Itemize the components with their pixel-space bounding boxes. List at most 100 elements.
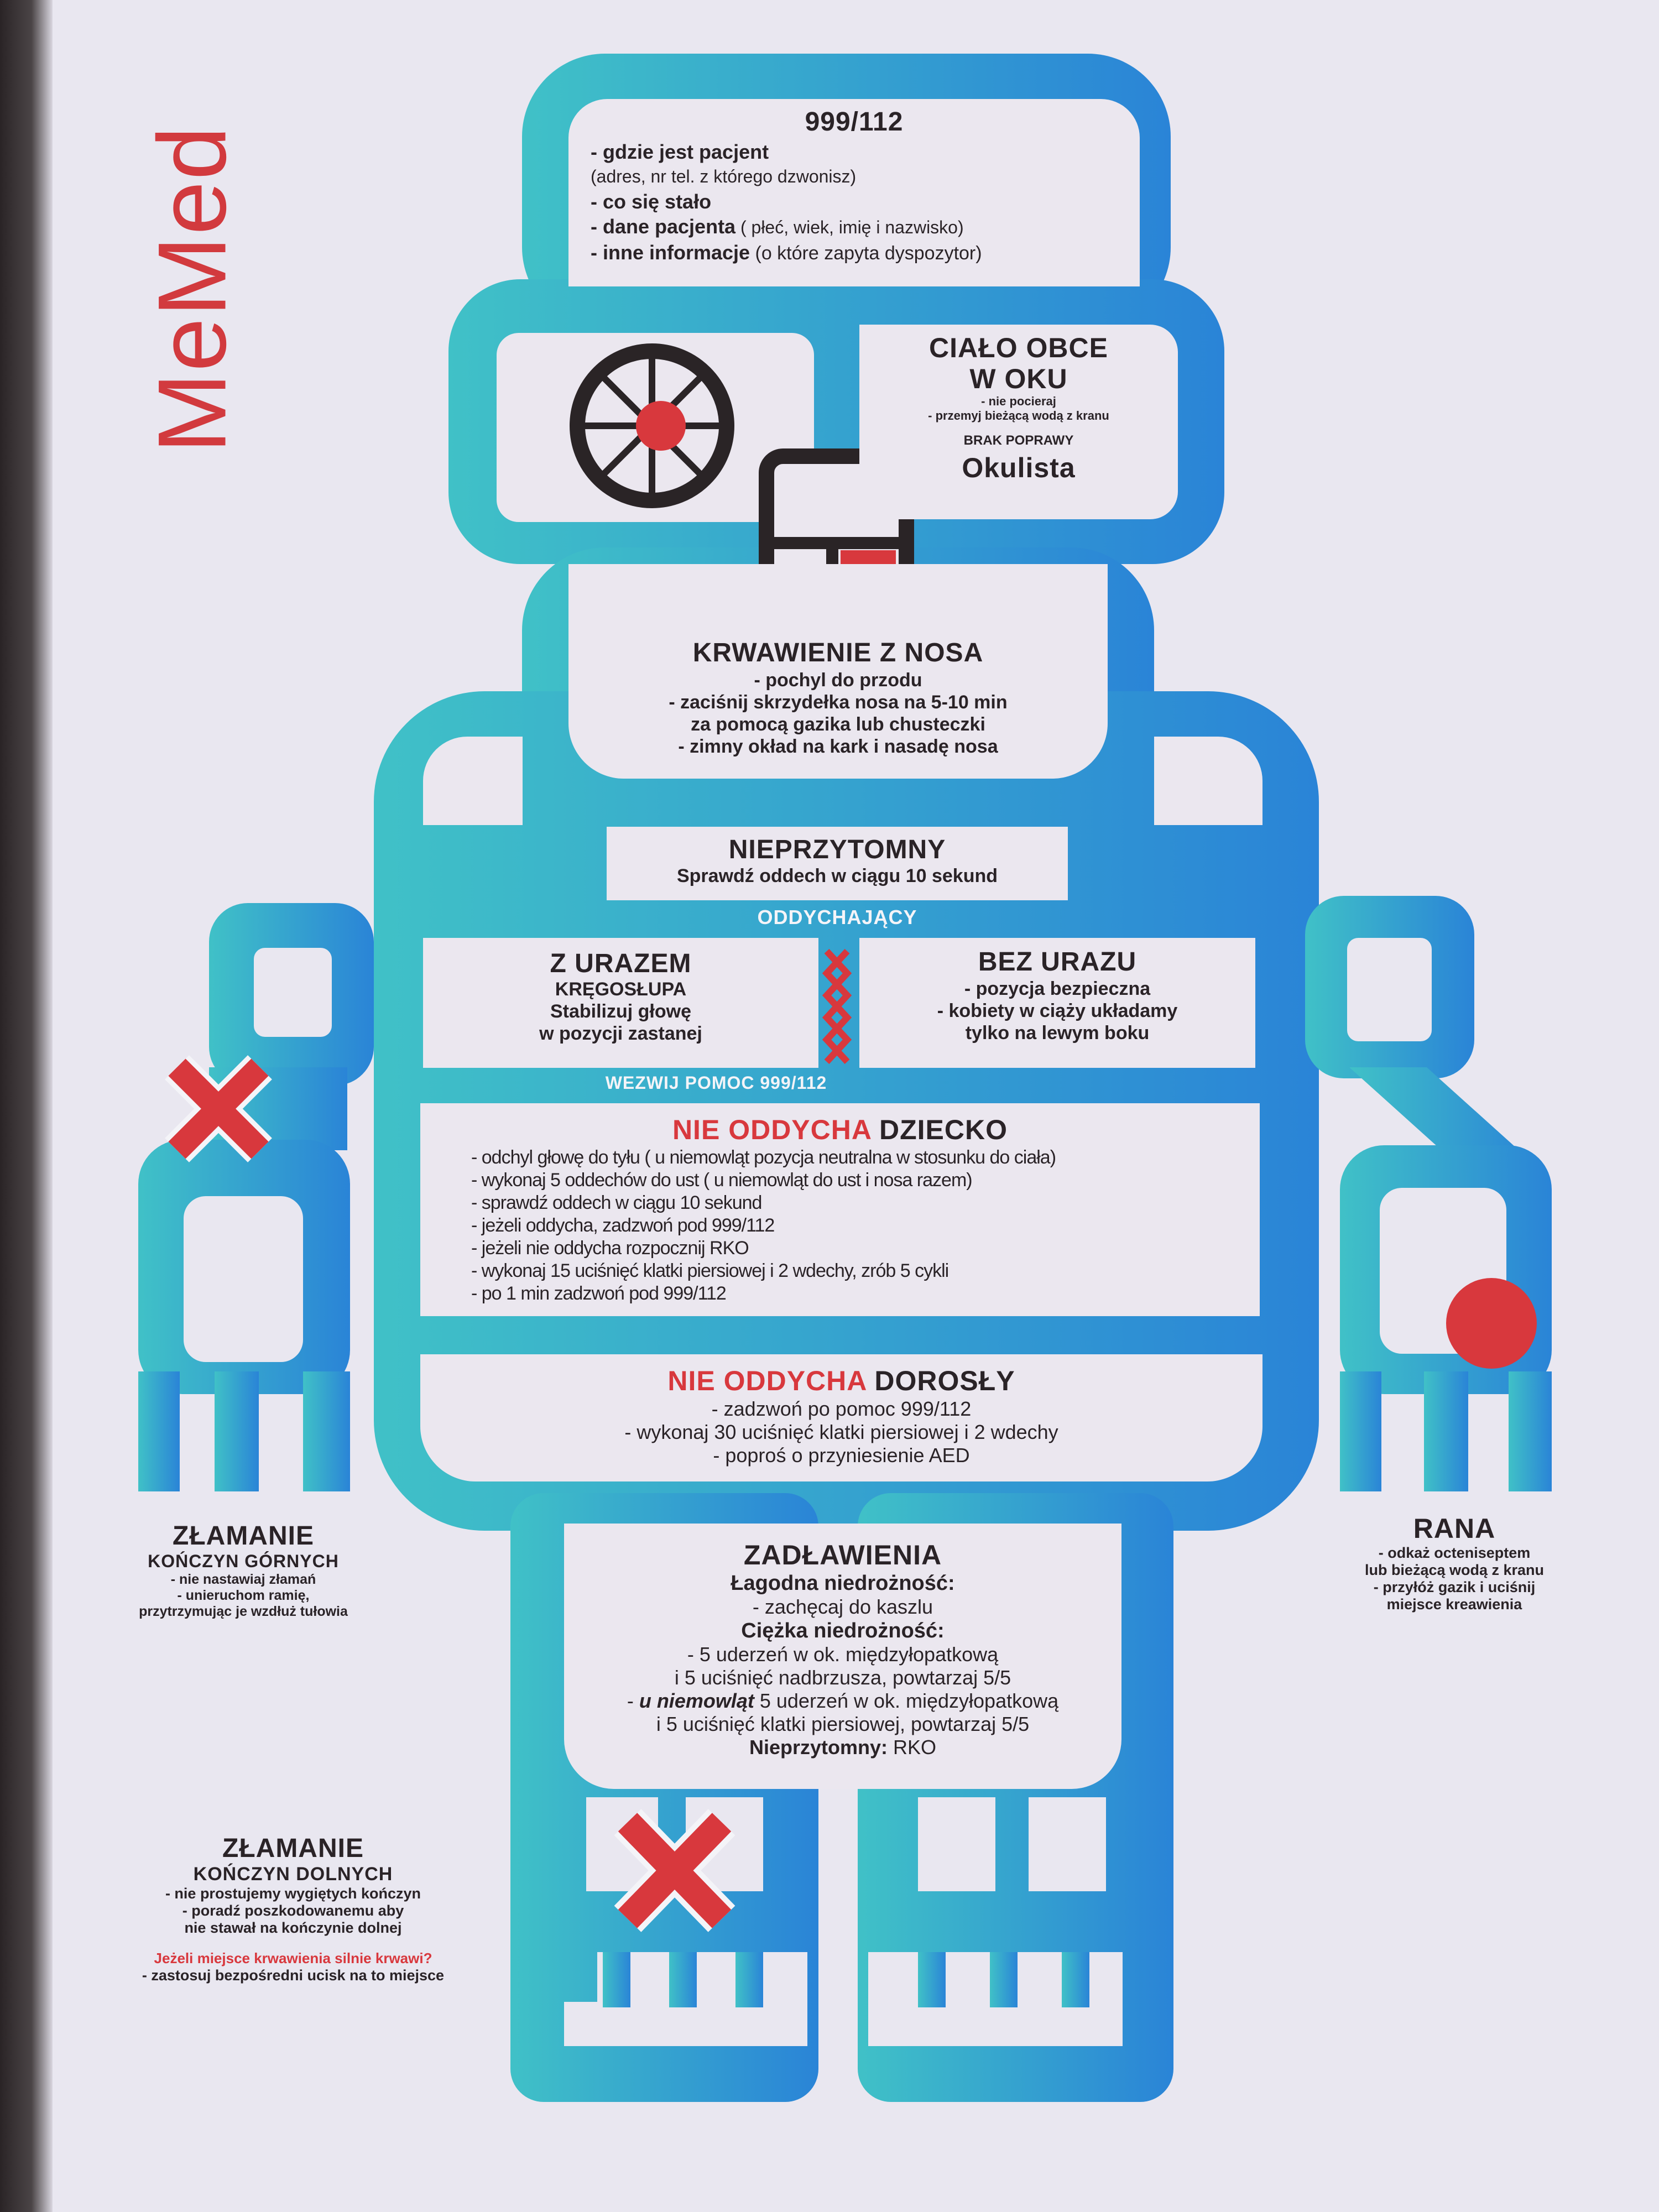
call-info-item: - gdzie jest pacjent: [591, 140, 769, 163]
no-improvement-label: BRAK POPRAWY: [963, 433, 1074, 448]
nosebleed-step: za pomocą gazika lub chusteczki: [691, 714, 985, 735]
unconscious-choking-step: Nieprzytomny: RKO: [749, 1736, 937, 1759]
nose-box-top: [568, 564, 1108, 625]
left-foot-tooth: [669, 1952, 697, 2007]
nosebleed-step: - zaciśnij skrzydełka nosa na 5-10 min: [669, 692, 1008, 713]
severe-obstruction-label: Ciężka niedrożność:: [741, 1619, 945, 1642]
with-injury-title: Z URAZEM: [550, 949, 692, 978]
right-finger-1: [1340, 1371, 1381, 1491]
upper-fracture-step: - nie nastawiaj złamań: [170, 1572, 316, 1587]
unconscious-title: NIEPRZYTOMNY: [728, 835, 946, 864]
lower-fracture-step: - poradź poszkodowanemu aby: [182, 1902, 404, 1919]
adult-step: - zadzwoń po pomoc 999/112: [711, 1397, 972, 1420]
child-step: - wykonaj 5 oddechów do ust ( u niemowlą…: [471, 1170, 973, 1191]
left-forearm-opening: [184, 1196, 303, 1362]
fracture-x-mark-upper-icon: [165, 1055, 272, 1162]
left-finger-2: [215, 1371, 259, 1491]
spine-zigzag-icon: [822, 948, 852, 1065]
bleeding-step: - zastosuj bezpośredni ucisk na to miejs…: [142, 1967, 445, 1984]
right-foot-tooth: [1062, 1952, 1089, 2007]
child-step: - sprawdź oddech w ciągu 10 sekund: [471, 1192, 762, 1213]
call-info-item: - co się stało: [591, 190, 712, 213]
severe-obstruction-step: - 5 uderzeń w ok. międzyłopatkową: [687, 1643, 999, 1666]
upper-fracture-title: ZŁAMANIE: [173, 1521, 314, 1551]
wound-info: RANA - odkaż octeniseptem lub bieżącą wo…: [1316, 1512, 1593, 1613]
left-foot-tooth: [603, 1952, 630, 2007]
mild-obstruction-step: - zachęcaj do kaszlu: [752, 1595, 933, 1618]
child-not-breathing-box: NIE ODDYCHA DZIECKO - odchyl głowę do ty…: [420, 1103, 1260, 1316]
child-step: - wykonaj 15 uciśnięć klatki piersiowej …: [471, 1260, 949, 1281]
right-elbow: [1349, 1067, 1537, 1167]
left-foot-tooth: [735, 1952, 763, 2007]
eye-instruction: - przemyj bieżącą wodą z kranu: [928, 409, 1109, 422]
left-finger-1: [138, 1371, 180, 1491]
call-info-item: - inne informacje (o które zapyta dyspoz…: [591, 241, 982, 264]
nosebleed-box: KRWAWIENIE Z NOSA - pochyl do przodu - z…: [568, 620, 1108, 779]
right-upper-arm-opening: [1347, 938, 1432, 1041]
no-injury-step: - pozycja bezpieczna: [964, 978, 1151, 999]
upper-limb-fracture-info: ZŁAMANIE KOŃCZYN GÓRNYCH - nie nastawiaj…: [94, 1521, 393, 1620]
wound-dot-icon: [1446, 1278, 1537, 1369]
call-info-item: - dane pacjenta ( płeć, wiek, imię i naz…: [591, 215, 964, 238]
adult-title: NIE ODDYCHA DOROSŁY: [667, 1365, 1015, 1396]
ophthalmologist-label: Okulista: [962, 452, 1076, 483]
lower-fracture-title: ZŁAMANIE: [222, 1834, 364, 1863]
upper-fracture-step: przytrzymując je wzdłuż tułowia: [139, 1604, 348, 1619]
eye-title-2: W OKU: [969, 363, 1068, 394]
child-step: - po 1 min zadzwoń pod 999/112: [471, 1283, 727, 1304]
upper-fracture-step: - unieruchom ramię,: [177, 1588, 310, 1603]
without-injury-title: BEZ URAZU: [978, 947, 1137, 977]
eye-instruction: - nie pocieraj: [981, 394, 1056, 408]
with-injury-box: Z URAZEM KRĘGOSŁUPA Stabilizuj głowę w p…: [423, 938, 818, 1068]
left-finger-3: [303, 1371, 350, 1491]
call-info-item: (adres, nr tel. z którego dzwonisz): [591, 166, 857, 186]
lower-fracture-step: nie stawał na kończynie dolnej: [184, 1919, 402, 1936]
breathing-label: ODDYCHAJĄCY: [757, 906, 917, 928]
injury-step: w pozycji zastanej: [539, 1023, 702, 1044]
wound-title: RANA: [1413, 1513, 1496, 1544]
wound-step: - przyłóż gazik i uciśnij: [1373, 1579, 1536, 1595]
infant-step-2: i 5 uciśnięć klatki piersiowej, powtarza…: [656, 1713, 1030, 1735]
unconscious-box: NIEPRZYTOMNY Sprawdź oddech w ciągu 10 s…: [607, 827, 1068, 900]
emergency-call-box: 999/112 - gdzie jest pacjent (adres, nr …: [568, 99, 1140, 286]
lower-limb-fracture-info: ZŁAMANIE KOŃCZYN DOLNYCH - nie prostujem…: [94, 1833, 492, 1984]
nosebleed-step: - pochyl do przodu: [754, 670, 922, 691]
right-leg-slot: [918, 1797, 995, 1891]
no-injury-step: - kobiety w ciąży układamy: [937, 1000, 1178, 1021]
left-upper-arm-opening: [254, 948, 332, 1037]
right-leg-slot-2: [1029, 1797, 1106, 1891]
child-step: - jeżeli nie oddycha rozpocznij RKO: [471, 1238, 749, 1259]
lower-fracture-step: - nie prostujemy wygiętych kończyn: [165, 1885, 421, 1902]
child-title: NIE ODDYCHA DZIECKO: [672, 1114, 1008, 1145]
wound-step: lub bieżącą wodą z kranu: [1364, 1562, 1545, 1578]
wheel-eye-icon: [497, 333, 814, 522]
right-finger-3: [1509, 1371, 1552, 1491]
child-step: - odchyl głowę do tyłu ( u niemowląt poz…: [471, 1147, 1056, 1168]
choking-box: ZADŁAWIENIA Łagodna niedrożność: - zachę…: [564, 1524, 1121, 1789]
spine-label: KRĘGOSŁUPA: [555, 979, 687, 1000]
photo-background-edge: [0, 0, 53, 2212]
infant-step: - u niemowląt 5 uderzeń w ok. międzyłopa…: [627, 1689, 1059, 1712]
adult-step: - poproś o przyniesienie AED: [713, 1444, 970, 1467]
unconscious-instruction: Sprawdź oddech w ciągu 10 sekund: [676, 865, 998, 886]
mild-obstruction-label: Łagodna niedrożność:: [731, 1572, 955, 1595]
severe-obstruction-step: i 5 uciśnięć nadbrzusza, powtarzaj 5/5: [674, 1666, 1011, 1689]
without-injury-box: BEZ URAZU - pozycja bezpieczna - kobiety…: [859, 938, 1255, 1068]
emergency-number: 999/112: [805, 107, 904, 137]
torso-left-panel: [423, 737, 523, 825]
call-help-label: WEZWIJ POMOC 999/112: [605, 1073, 827, 1093]
nosebleed-step: - zimny okład na kark i nasadę nosa: [678, 736, 998, 757]
lower-fracture-subtitle: KOŃCZYN DOLNYCH: [193, 1864, 393, 1885]
foreign-body-eye-box: CIAŁO OBCE W OKU - nie pocieraj - przemy…: [859, 325, 1178, 519]
fracture-x-mark-lower-icon: [614, 1809, 735, 1932]
bleeding-warning: Jeżeli miejsce krwawienia silnie krwawi?: [154, 1950, 432, 1966]
nosebleed-title: KRWAWIENIE Z NOSA: [692, 638, 984, 667]
child-step: - jeżeli oddycha, zadzwoń pod 999/112: [471, 1215, 775, 1236]
child-steps: - odchyl głowę do tyłu ( u niemowląt poz…: [420, 1146, 1260, 1305]
wound-step: miejsce kreawienia: [1386, 1596, 1522, 1613]
wound-step: - odkaż octeniseptem: [1378, 1545, 1531, 1561]
torso-right-panel: [1154, 737, 1262, 825]
adult-step: - wykonaj 30 uciśnięć klatki piersiowej …: [624, 1421, 1058, 1443]
choking-title: ZADŁAWIENIA: [743, 1540, 942, 1571]
upper-fracture-subtitle: KOŃCZYN GÓRNYCH: [148, 1551, 339, 1571]
